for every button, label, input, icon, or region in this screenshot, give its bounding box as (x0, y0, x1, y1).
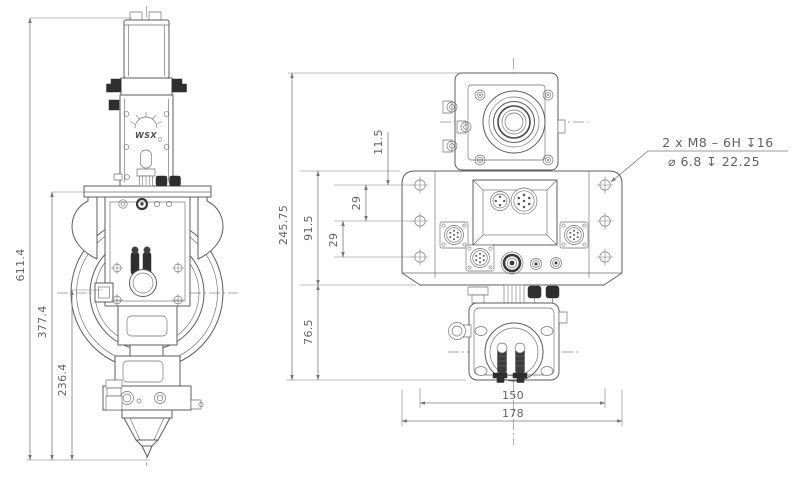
right-nub-fitting (190, 399, 204, 410)
wsx-logo: WSX (129, 112, 163, 142)
inner-plate (94, 196, 191, 318)
square-connector (439, 221, 469, 249)
under-plate-fittings (467, 284, 560, 309)
round-connector-large (510, 187, 538, 215)
square-connector (559, 221, 589, 249)
fiber-connector-tower (106, 11, 187, 111)
dim-overall-height: 245.75 (277, 205, 290, 245)
connector-a (155, 175, 168, 187)
plate-connectors (439, 221, 589, 275)
small-sensor-block (108, 99, 120, 111)
side-ring-fitting (448, 322, 472, 340)
logo-text: WSX (135, 131, 157, 140)
head-body: WSX (113, 94, 181, 187)
cable-gland (136, 168, 156, 187)
lower-nozzle-assembly (448, 302, 568, 383)
round-connector-small (490, 191, 510, 211)
bracket-fittings (118, 197, 173, 211)
dim-hole-span-width: 150 (502, 389, 524, 402)
right-clamp (171, 78, 183, 93)
lower-body (102, 305, 204, 419)
left-clamp (110, 78, 122, 93)
dim-hole-pitch-upper: 29 (350, 196, 363, 211)
nozzle-cone (123, 417, 171, 458)
right-view: 245.75 91.5 76.5 29 29 11.5 150 178 2 x … (277, 58, 788, 445)
dim-top-hole-offset: 11.5 (372, 129, 385, 155)
dim-upper-height: 377.4 (36, 306, 49, 339)
top-gearbox-block (442, 72, 566, 171)
right-view-dimensions: 245.75 91.5 76.5 29 29 11.5 150 178 (277, 72, 623, 426)
left-view: WSX 611.4 (14, 6, 238, 466)
concentric-fitting (500, 251, 524, 275)
nozzle-stud (492, 342, 508, 383)
connector-b (169, 175, 181, 187)
left-view-dimensions: 611.4 377.4 236.4 (14, 17, 150, 461)
left-hex-fitting (105, 379, 123, 411)
dim-overall-width: 178 (502, 407, 524, 420)
nozzle-stud (512, 342, 528, 383)
sight-slot (140, 149, 152, 169)
rotary-connector (129, 246, 157, 297)
thread-note-line2: ⌀ 6.8 ↧ 22.25 (668, 154, 760, 169)
center-boss (472, 179, 558, 246)
dim-bottom-height: 76.5 (302, 319, 315, 345)
dim-lower-height: 236.4 (56, 364, 69, 397)
side-latch (94, 282, 114, 303)
thread-callout: 2 x M8 – 6H ↧16 ⌀ 6.8 ↧ 22.25 (610, 135, 788, 183)
dim-hole-pitch-lower: 29 (327, 233, 340, 248)
dim-plate-height: 91.5 (302, 215, 315, 241)
thread-note-line1: 2 x M8 – 6H ↧16 (662, 135, 773, 150)
dim-total-height: 611.4 (14, 249, 27, 282)
square-connector (465, 244, 495, 272)
